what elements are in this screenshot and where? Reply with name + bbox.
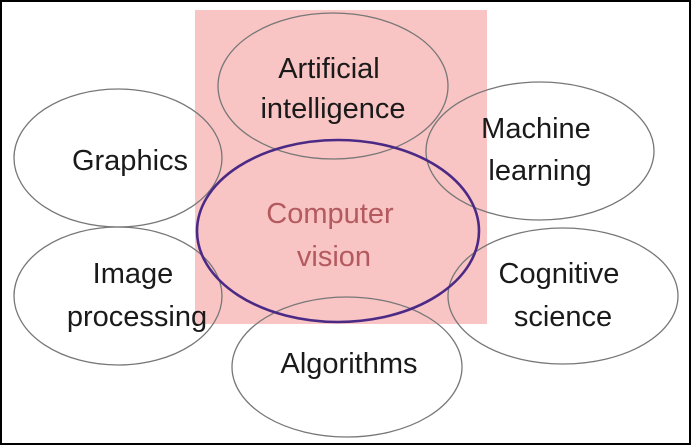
node-ai-line2: intelligence: [260, 93, 405, 125]
node-ml-label: Machine learning: [481, 113, 599, 187]
center-line2: vision: [297, 241, 371, 273]
node-ai-shape: [217, 12, 449, 160]
node-graphics-label: Graphics: [72, 145, 188, 177]
node-cognitive-science-shape: [447, 227, 679, 365]
node-image-processing-line2: processing: [67, 301, 207, 333]
node-cognitive-science-label: Cognitive science: [499, 258, 628, 333]
center-computer-vision-label: Computer vision: [266, 198, 401, 273]
node-graphics-line1: Graphics: [72, 145, 188, 177]
node-algorithms-label: Algorithms: [281, 348, 418, 380]
center-line1: Computer: [266, 198, 394, 230]
node-image-processing-label: Image processing: [67, 258, 207, 333]
node-image-processing-shape: [13, 226, 223, 366]
node-ml-line2: learning: [488, 155, 591, 187]
node-ai-line1: Artificial: [278, 53, 380, 85]
node-cognitive-science-line1: Cognitive: [499, 258, 620, 290]
node-ai-label: Artificial intelligence: [260, 53, 405, 125]
node-algorithms-line1: Algorithms: [281, 348, 418, 380]
node-cognitive-science-line2: science: [514, 301, 612, 333]
center-computer-vision-shape: [195, 138, 481, 324]
node-ml-shape: [425, 81, 655, 221]
node-algorithms-shape: [231, 296, 463, 438]
node-ml-line1: Machine: [481, 113, 591, 145]
node-image-processing-line1: Image: [93, 258, 174, 290]
